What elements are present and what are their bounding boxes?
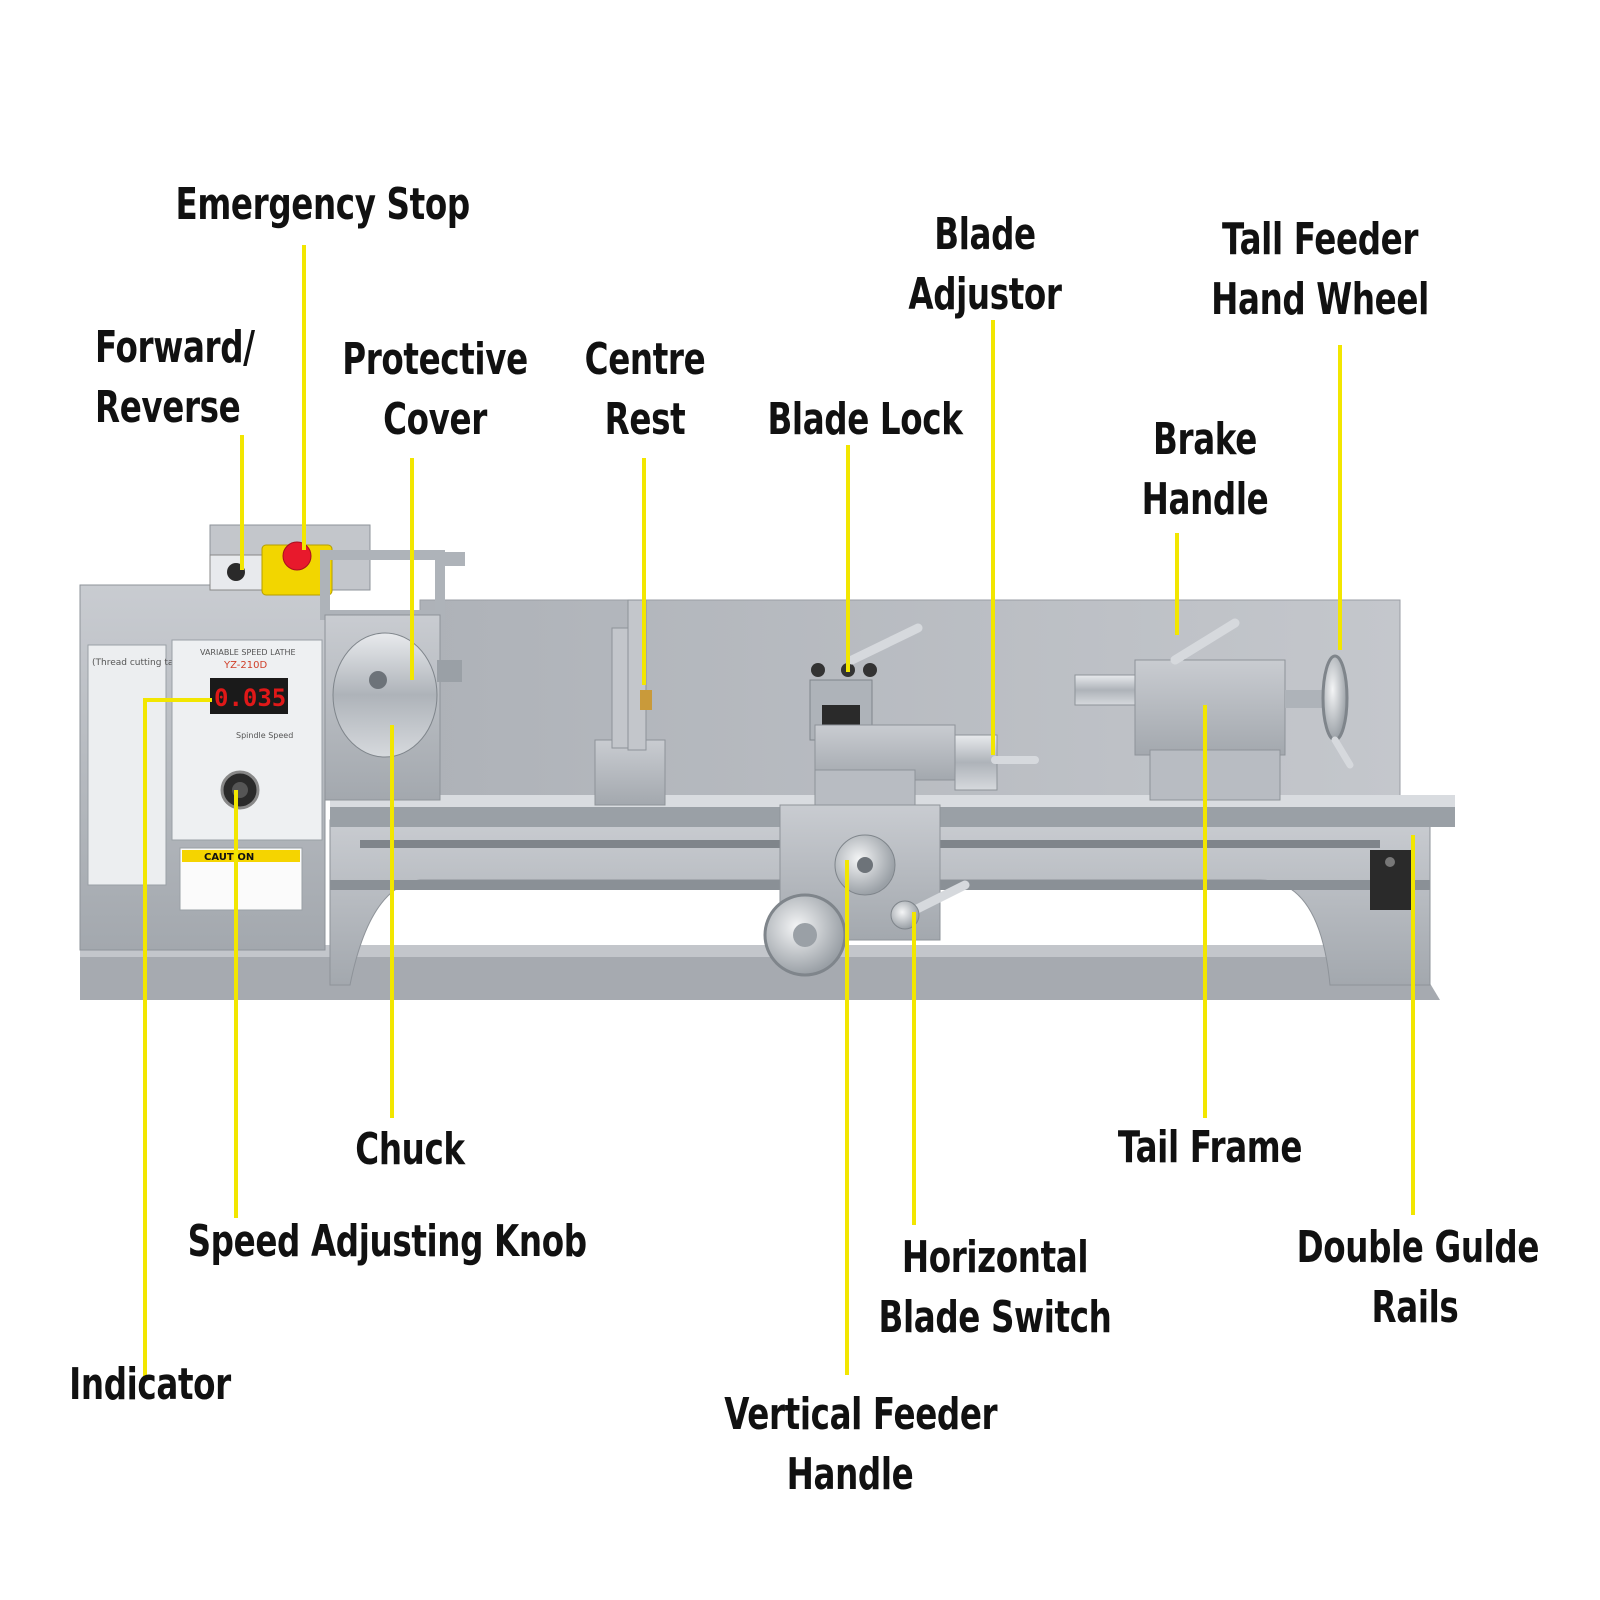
label-chuck: Chuck bbox=[340, 1120, 481, 1180]
chuck-center bbox=[369, 671, 387, 689]
chuck-jaw bbox=[437, 660, 462, 682]
label-tall-feeder-line1: Tall Feeder bbox=[1221, 214, 1419, 265]
label-horizontal-blade-switch: Horizontal Blade Switch bbox=[873, 1228, 1117, 1348]
panel-model-number: YZ-210D bbox=[223, 660, 267, 671]
caution-text: CAUTION bbox=[204, 852, 254, 863]
label-vertical-feeder-line2: Handle bbox=[786, 1449, 914, 1500]
panel-model-title: VARIABLE SPEED LATHE bbox=[200, 648, 296, 657]
label-brake-handle-line1: Brake bbox=[1153, 414, 1257, 465]
label-forward-reverse: Forward/ Reverse bbox=[95, 318, 265, 438]
label-double-guide-rails-line1: Double Gulde bbox=[1296, 1222, 1540, 1273]
label-vertical-feeder-line1: Vertical Feeder bbox=[724, 1389, 998, 1440]
centre-rest-finger bbox=[640, 690, 652, 710]
label-forward-reverse-line1: Forward/ bbox=[95, 322, 255, 373]
label-tall-feeder-line2: Hand Wheel bbox=[1211, 274, 1429, 325]
label-chuck-text: Chuck bbox=[355, 1124, 465, 1175]
label-horizontal-blade-switch-line1: Horizontal bbox=[901, 1232, 1089, 1283]
label-horizontal-blade-switch-line2: Blade Switch bbox=[878, 1292, 1112, 1343]
bracket-bolt bbox=[1385, 857, 1395, 867]
blade-lock-handle bbox=[847, 623, 923, 665]
leader-lines bbox=[143, 245, 1415, 1380]
chuck-body bbox=[332, 632, 438, 758]
led-display-value: 0.035 bbox=[214, 684, 286, 712]
centre-rest-base bbox=[594, 739, 666, 806]
label-centre-rest-line1: Centre bbox=[584, 334, 706, 385]
caution-banner bbox=[182, 850, 300, 862]
cover-handle bbox=[440, 552, 465, 566]
tool-post-slot bbox=[822, 705, 860, 725]
lathe-base bbox=[80, 950, 1440, 1000]
tailstock-quill bbox=[1074, 674, 1136, 706]
label-centre-rest: Centre Rest bbox=[567, 330, 722, 450]
tailstock-screw bbox=[1285, 690, 1325, 708]
label-blade-adjustor-line2: Adjustor bbox=[908, 269, 1062, 320]
label-brake-handle-line2: Handle bbox=[1141, 474, 1269, 525]
label-protective-cover-line1: Protective bbox=[342, 334, 528, 385]
label-tail-frame: Tail Frame bbox=[1118, 1118, 1303, 1178]
base-top-edge bbox=[80, 945, 1410, 957]
label-speed-knob-text: Speed Adjusting Knob bbox=[187, 1216, 587, 1267]
label-protective-cover-line2: Cover bbox=[383, 394, 487, 445]
blade-adjustor-block bbox=[954, 734, 998, 791]
label-tail-frame-text: Tail Frame bbox=[1117, 1122, 1303, 1173]
label-centre-rest-line2: Rest bbox=[604, 394, 686, 445]
tail-frame bbox=[1134, 659, 1286, 756]
spindle-speed-label: Spindle Speed bbox=[236, 731, 293, 740]
tool-post-bolt-1 bbox=[811, 663, 825, 677]
vertical-feeder-hub-center bbox=[857, 857, 873, 873]
label-double-guide-rails: Double Gulde Rails bbox=[1296, 1218, 1540, 1338]
thread-table-plate bbox=[87, 644, 167, 886]
label-tall-feeder-hand-wheel: Tall Feeder Hand Wheel bbox=[1209, 210, 1431, 330]
emergency-stop-button bbox=[282, 541, 312, 571]
label-blade-adjustor-line1: Blade bbox=[934, 209, 1036, 260]
led-display bbox=[210, 678, 288, 714]
label-blade-lock-text: Blade Lock bbox=[767, 394, 963, 445]
label-indicator: Indicator bbox=[69, 1355, 232, 1415]
brake-handle bbox=[1170, 618, 1240, 665]
label-indicator-text: Indicator bbox=[69, 1359, 231, 1410]
label-emergency-stop-text: Emergency Stop bbox=[175, 179, 471, 230]
label-protective-cover: Protective Cover bbox=[335, 330, 535, 450]
label-speed-adjusting-knob: Speed Adjusting Knob bbox=[187, 1212, 587, 1272]
thread-table-label: (Thread cutting table) bbox=[92, 658, 191, 668]
tall-feeder-hand-wheel bbox=[1321, 654, 1349, 742]
tool-post-bolt-3 bbox=[863, 663, 877, 677]
carriage-hand-wheel-hub bbox=[793, 923, 817, 947]
tail-frame-base bbox=[1149, 749, 1281, 801]
label-double-guide-rails-line2: Rails bbox=[1371, 1282, 1459, 1333]
label-vertical-feeder-handle: Vertical Feeder Handle bbox=[724, 1385, 998, 1505]
label-emergency-stop: Emergency Stop bbox=[175, 175, 471, 235]
label-brake-handle: Brake Handle bbox=[1127, 410, 1282, 530]
leader-indicator bbox=[143, 698, 212, 1380]
label-blade-adjustor: Blade Adjustor bbox=[900, 205, 1070, 325]
label-blade-lock: Blade Lock bbox=[765, 390, 965, 450]
label-forward-reverse-line2: Reverse bbox=[95, 382, 241, 433]
hand-wheel-grip bbox=[1331, 736, 1354, 769]
